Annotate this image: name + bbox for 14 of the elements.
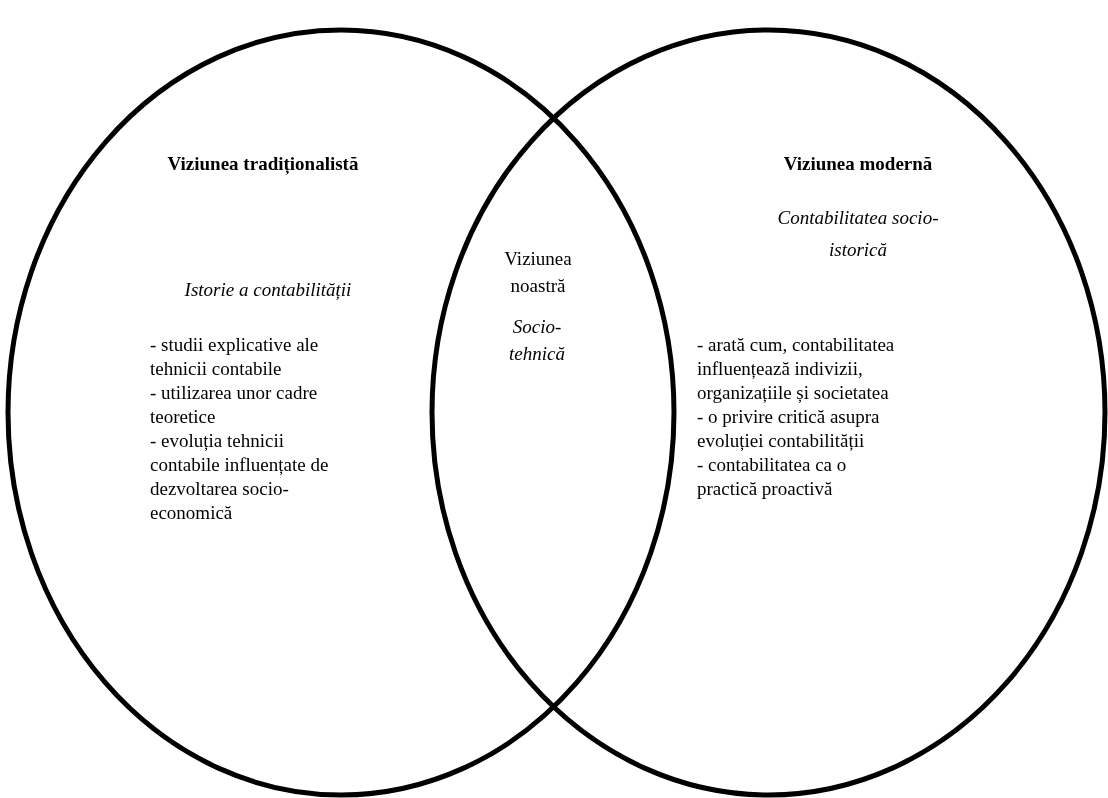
overlap-heading: Viziunea noastră [503, 247, 573, 298]
bullet-text: - evoluția tehnicii contabile influențate de dezvoltarea socio-economică [150, 429, 330, 525]
bullet-text: - utilizarea unor cadre teoretice [150, 381, 319, 429]
bullet-text: - studii explicative ale tehnicii contabile [150, 333, 320, 381]
section-heading: Viziunea modernă [782, 152, 934, 176]
bullet-text: - contabilitatea ca o practică proactivă [697, 453, 848, 501]
section-subtitle: Contabilitatea socio-istorică [776, 206, 940, 262]
bullet-text: - o privire critică asupra evoluției contabilității [697, 405, 881, 453]
venn-ellipse [432, 30, 1105, 795]
venn-ellipse [8, 30, 674, 795]
section-subtitle: Istorie a contabilității [183, 278, 353, 302]
overlap-subtitle: Socio-tehnică [508, 315, 566, 366]
section-heading: Viziunea tradiționalistă [166, 152, 360, 177]
bullet-text: - arată cum, contabilitatea influențează indivizii, organizațiile și societatea [697, 333, 896, 405]
